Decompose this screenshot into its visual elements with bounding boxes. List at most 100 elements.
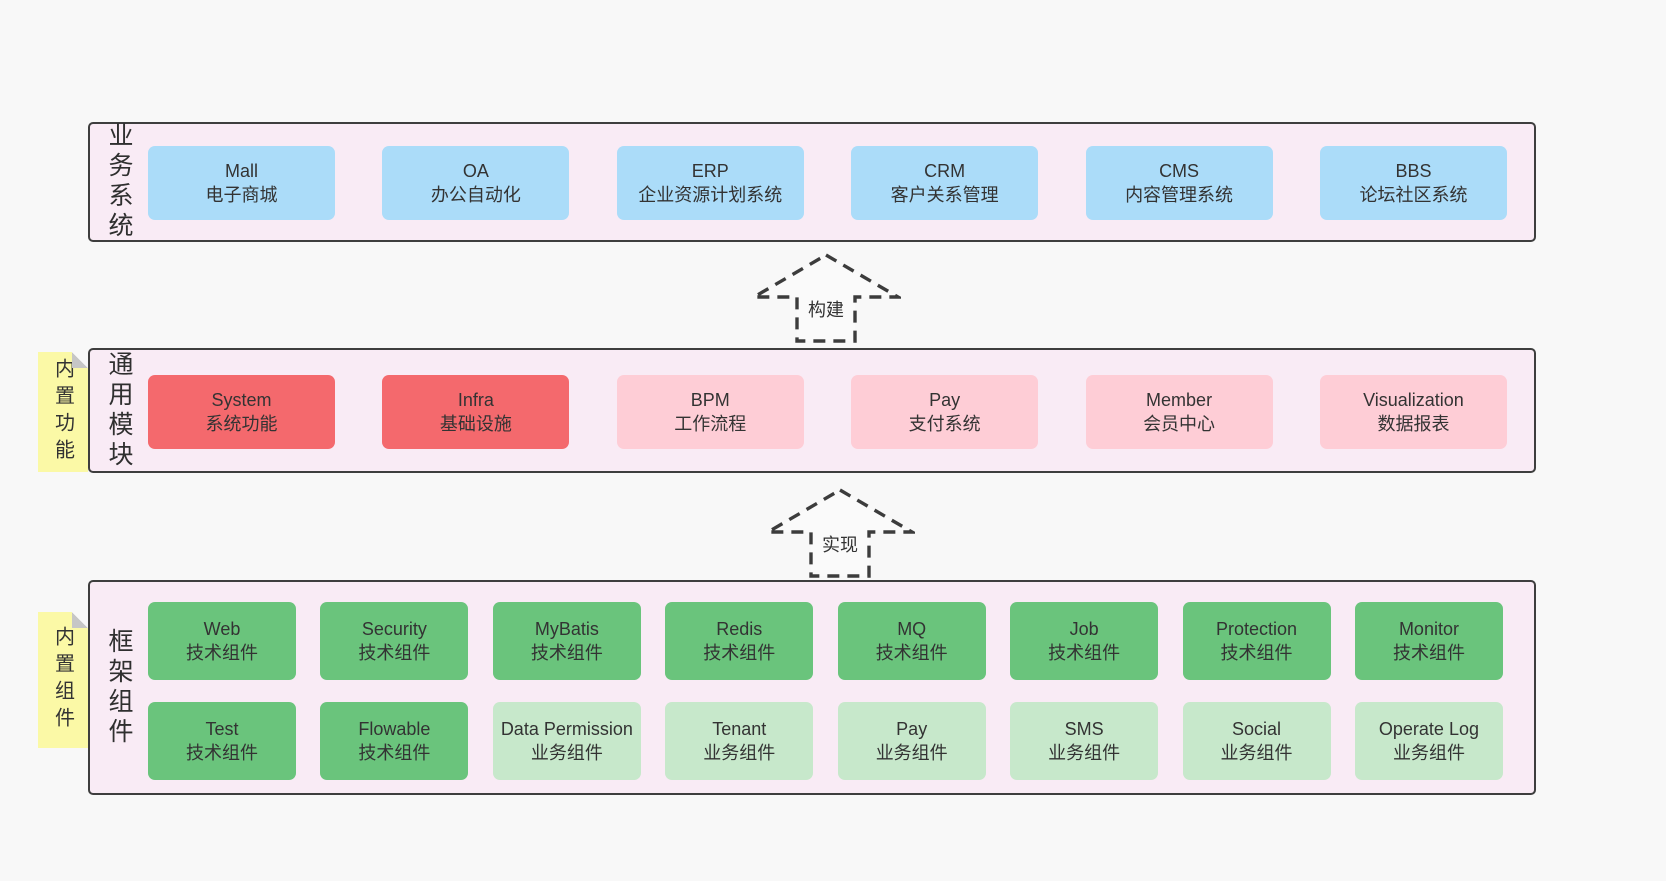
box-subtitle: 技术组件 (1048, 643, 1121, 663)
layer-title: 通用模块 (105, 350, 133, 471)
box-subtitle: 技术组件 (1220, 643, 1293, 663)
box-subtitle: 论坛社区系统 (1359, 185, 1468, 205)
box-title: Visualization (1363, 390, 1464, 410)
box-oa: OA 办公自动化 (382, 146, 570, 220)
box-title: Pay (929, 390, 961, 410)
box-title: Mall (224, 161, 258, 181)
arrow-implement: 实现 (761, 487, 919, 579)
box-security: Security 技术组件 (320, 602, 469, 680)
box-title: System (211, 390, 272, 410)
box-member: Member 会员中心 (1085, 375, 1273, 449)
sticky-note-builtin-components: 内置组件 (38, 612, 88, 748)
layer-common-modules: 通用模块 System 系统功能 Infra 基础设施 BPM 工作流程 Pay… (88, 348, 1536, 473)
box-subtitle: 基础设施 (439, 414, 512, 434)
box-title: OA (462, 161, 489, 181)
box-title: Infra (457, 390, 494, 410)
box-title: Protection (1216, 619, 1298, 639)
box-title: Job (1069, 619, 1099, 639)
box-pay-component: Pay 业务组件 (837, 702, 986, 780)
box-subtitle: 业务组件 (703, 743, 776, 763)
box-title: Redis (716, 619, 763, 639)
box-flowable: Flowable 技术组件 (320, 702, 469, 780)
arrow-build: 构建 (747, 252, 905, 344)
box-mq: MQ 技术组件 (837, 602, 986, 680)
sticky-label: 内置组件 (51, 626, 74, 734)
box-monitor: Monitor 技术组件 (1354, 602, 1503, 680)
box-title: Operate Log (1378, 719, 1479, 739)
box-row: Mall 电子商城 OA 办公自动化 ERP 企业资源计划系统 CRM 客户关系… (90, 146, 1534, 220)
box-subtitle: 业务组件 (1220, 743, 1293, 763)
box-tenant: Tenant 业务组件 (665, 702, 814, 780)
box-title: Test (205, 719, 239, 739)
box-crm: CRM 客户关系管理 (851, 146, 1039, 220)
box-row: Test 技术组件 Flowable 技术组件 Data Permission … (90, 702, 1534, 780)
box-web: Web 技术组件 (148, 602, 296, 680)
box-title: BBS (1395, 161, 1432, 181)
box-data-permission: Data Permission 业务组件 (492, 702, 641, 780)
box-title: MyBatis (534, 619, 599, 639)
box-bpm: BPM 工作流程 (616, 375, 804, 449)
box-title: Monitor (1398, 619, 1459, 639)
box-redis: Redis 技术组件 (665, 602, 814, 680)
box-bbs: BBS 论坛社区系统 (1319, 146, 1507, 220)
box-title: MQ (897, 619, 927, 639)
box-subtitle: 技术组件 (186, 643, 258, 663)
box-mall: Mall 电子商城 (148, 146, 335, 220)
fold-corner-icon (72, 612, 88, 628)
box-title: BPM (690, 390, 730, 410)
box-title: Data Permission (500, 719, 633, 739)
box-subtitle: 工作流程 (674, 414, 747, 434)
box-subtitle: 技术组件 (358, 643, 431, 663)
sticky-label: 内置功能 (51, 358, 74, 466)
layer-framework-components: 框架组件 Web 技术组件 Security 技术组件 MyBatis 技术组件… (88, 580, 1536, 795)
box-subtitle: 技术组件 (186, 743, 258, 763)
box-protection: Protection 技术组件 (1182, 602, 1331, 680)
box-title: Web (203, 619, 241, 639)
box-mybatis: MyBatis 技术组件 (492, 602, 641, 680)
box-subtitle: 业务组件 (530, 743, 603, 763)
box-title: CRM (924, 161, 966, 181)
box-title: SMS (1064, 719, 1104, 739)
arrow-label: 实现 (819, 531, 861, 557)
layer-business-systems: 业务系统 Mall 电子商城 OA 办公自动化 ERP 企业资源计划系统 CRM… (88, 122, 1536, 242)
box-system: System 系统功能 (148, 375, 335, 449)
box-title: CMS (1159, 161, 1200, 181)
box-sms: SMS 业务组件 (1010, 702, 1159, 780)
box-title: Pay (896, 719, 928, 739)
box-subtitle: 技术组件 (358, 743, 431, 763)
box-cms: CMS 内容管理系统 (1085, 146, 1273, 220)
layer-title: 框架组件 (105, 627, 133, 748)
box-pay: Pay 支付系统 (851, 375, 1039, 449)
box-title: Social (1232, 719, 1282, 739)
box-subtitle: 技术组件 (530, 643, 603, 663)
box-subtitle: 会员中心 (1143, 414, 1216, 434)
box-title: Security (361, 619, 427, 639)
box-subtitle: 电子商城 (205, 185, 278, 205)
box-title: Member (1146, 390, 1213, 410)
box-row: System 系统功能 Infra 基础设施 BPM 工作流程 Pay 支付系统… (90, 375, 1534, 449)
arrow-label: 构建 (805, 296, 847, 322)
box-subtitle: 技术组件 (875, 643, 948, 663)
box-operate-log: Operate Log 业务组件 (1354, 702, 1503, 780)
box-infra: Infra 基础设施 (382, 375, 570, 449)
box-subtitle: 业务组件 (1048, 743, 1121, 763)
box-subtitle: 客户关系管理 (890, 185, 999, 205)
box-subtitle: 内容管理系统 (1125, 185, 1234, 205)
box-erp: ERP 企业资源计划系统 (616, 146, 804, 220)
box-subtitle: 系统功能 (205, 414, 278, 434)
box-subtitle: 业务组件 (875, 743, 948, 763)
box-subtitle: 数据报表 (1377, 414, 1450, 434)
layer-title: 业务系统 (105, 122, 133, 242)
box-title: ERP (691, 161, 729, 181)
box-subtitle: 技术组件 (1392, 643, 1465, 663)
box-title: Flowable (358, 719, 431, 739)
sticky-note-builtin-features: 内置功能 (38, 352, 88, 472)
box-subtitle: 办公自动化 (430, 185, 521, 205)
box-subtitle: 业务组件 (1392, 743, 1465, 763)
box-subtitle: 技术组件 (703, 643, 776, 663)
box-subtitle: 支付系统 (908, 414, 981, 434)
box-title: Tenant (712, 719, 767, 739)
box-row: Web 技术组件 Security 技术组件 MyBatis 技术组件 Redi… (90, 602, 1534, 680)
box-job: Job 技术组件 (1010, 602, 1159, 680)
